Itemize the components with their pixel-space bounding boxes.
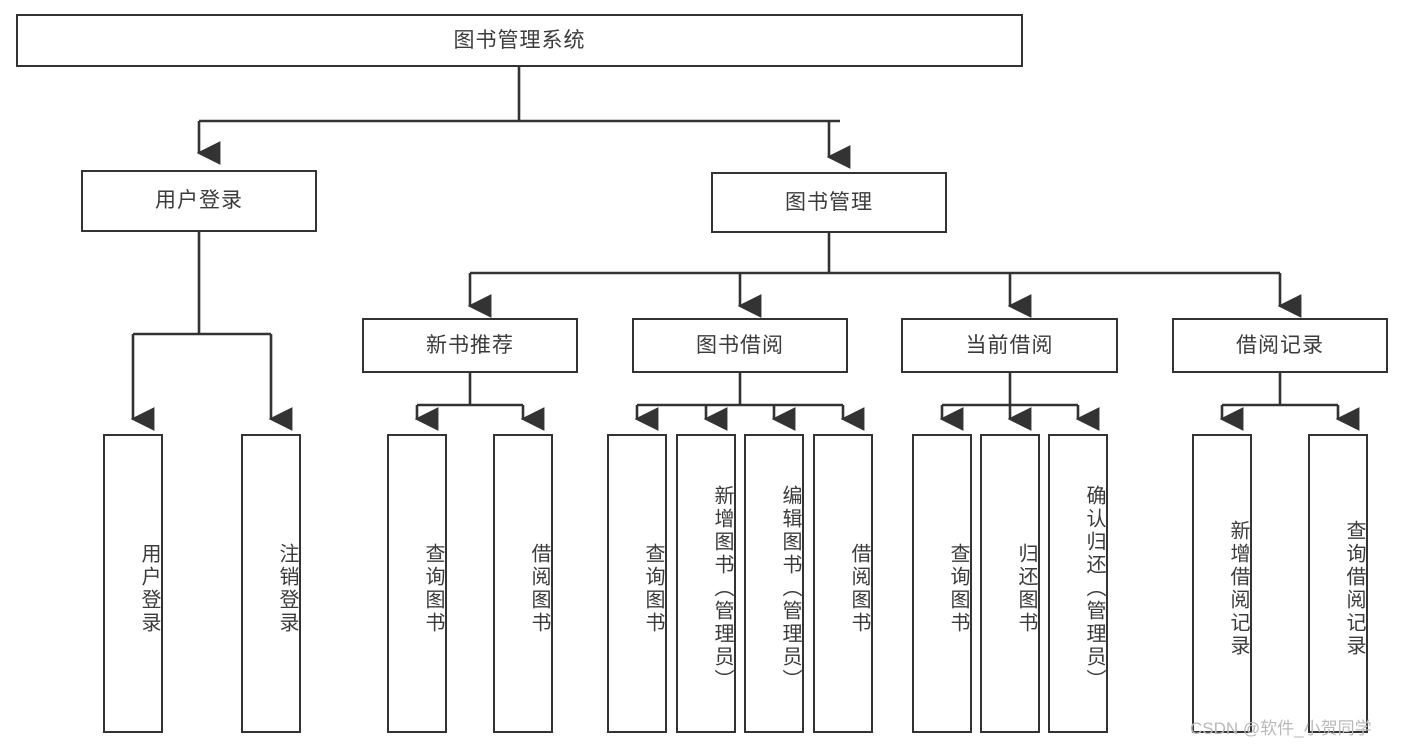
node-label: 图书管理系统 (453, 28, 586, 52)
node-label: 借阅图书 (528, 542, 550, 635)
node-label: 确认归还（管理员） (1083, 485, 1105, 692)
node-label: 新书推荐 (426, 333, 514, 357)
node-root[interactable]: 图书管理系统 (16, 14, 1023, 67)
leaf-query-borrow-record[interactable]: 查询借阅记录 (1308, 434, 1368, 733)
leaf-confirm-return-admin[interactable]: 确认归还（管理员） (1048, 434, 1108, 733)
leaf-edit-book-admin[interactable]: 编辑图书（管理员） (744, 434, 804, 733)
node-label: 归还图书 (1015, 542, 1037, 635)
node-label: 查询图书 (642, 542, 664, 635)
node-label: 用户登录 (155, 189, 243, 213)
node-label: 新增图书（管理员） (711, 485, 733, 692)
leaf-query-book-current[interactable]: 查询图书 (912, 434, 972, 733)
leaf-user-login[interactable]: 用户登录 (103, 434, 163, 733)
node-user-login[interactable]: 用户登录 (81, 170, 317, 232)
node-label: 当前借阅 (965, 333, 1054, 357)
leaf-add-borrow-record[interactable]: 新增借阅记录 (1192, 434, 1252, 733)
node-new-book-recommend[interactable]: 新书推荐 (362, 318, 578, 373)
leaf-add-book-admin[interactable]: 新增图书（管理员） (676, 434, 736, 733)
node-label: 新增借阅记录 (1227, 519, 1249, 658)
node-book-management[interactable]: 图书管理 (711, 172, 947, 233)
node-label: 注销登录 (276, 542, 298, 635)
node-label: 借阅图书 (848, 542, 870, 635)
leaf-query-book-borrow[interactable]: 查询图书 (607, 434, 667, 733)
leaf-query-book-new[interactable]: 查询图书 (387, 434, 447, 733)
node-label: 用户登录 (138, 542, 160, 635)
node-borrow-record[interactable]: 借阅记录 (1172, 318, 1388, 373)
node-label: 查询借阅记录 (1343, 519, 1365, 658)
leaf-borrow-book-new[interactable]: 借阅图书 (493, 434, 553, 733)
node-label: 图书借阅 (696, 333, 784, 357)
node-label: 查询图书 (422, 542, 444, 635)
node-label: 编辑图书（管理员） (779, 485, 801, 692)
watermark: CSDN @软件_小贺同学 (1190, 719, 1372, 738)
node-book-borrow[interactable]: 图书借阅 (632, 318, 848, 373)
node-label: 图书管理 (785, 190, 873, 214)
leaf-return-book[interactable]: 归还图书 (980, 434, 1040, 733)
leaf-logout[interactable]: 注销登录 (241, 434, 301, 733)
leaf-borrow-book[interactable]: 借阅图书 (813, 434, 873, 733)
node-label: 查询图书 (947, 542, 969, 635)
node-label: 借阅记录 (1236, 333, 1324, 357)
node-current-borrow[interactable]: 当前借阅 (901, 318, 1118, 373)
